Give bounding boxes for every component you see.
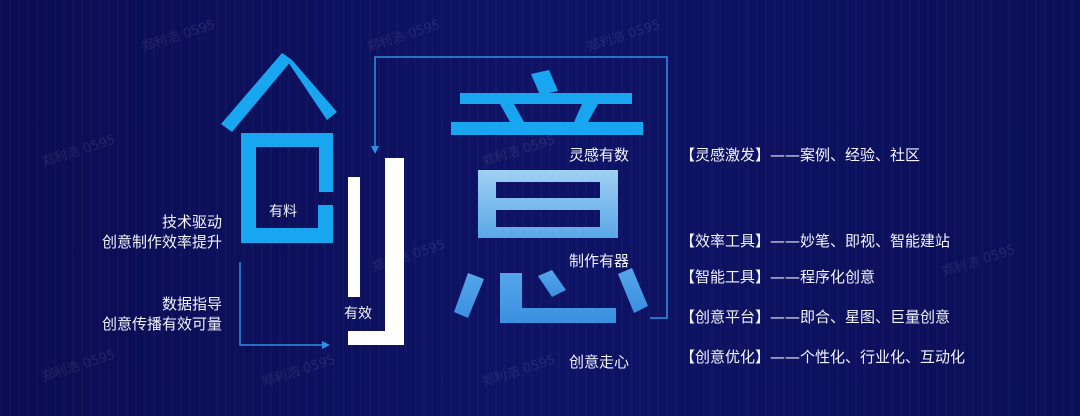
char-chuang-left — [221, 53, 337, 243]
char-yi-bottom — [454, 268, 648, 323]
label-zouxin: 创意走心 — [569, 353, 630, 371]
list-items: ——即合、星图、巨量创意 — [770, 308, 951, 326]
list-tag: 【效率工具】 — [680, 232, 771, 250]
list-items: ——个性化、行业化、互动化 — [770, 348, 966, 366]
connector-lines — [239, 56, 668, 346]
list-items: ——妙笔、即视、智能建站 — [770, 232, 951, 250]
list-tag: 【智能工具】 — [680, 268, 771, 286]
note-tech-line1: 技术驱动 — [161, 213, 222, 231]
note-tech-line2: 创意制作效率提升 — [101, 233, 222, 251]
arrow-down-icon — [371, 146, 379, 154]
list-item: 【创意平台】——即合、星图、巨量创意 — [680, 306, 950, 327]
list-items: ——程序化创意 — [770, 268, 876, 286]
note-data-line1: 数据指导 — [161, 295, 222, 313]
list-item: 【智能工具】——程序化创意 — [680, 266, 875, 287]
list-item: 【创意优化】——个性化、行业化、互动化 — [680, 346, 965, 367]
label-linggan: 灵感有数 — [569, 146, 630, 164]
list-tag: 【创意平台】 — [680, 308, 771, 326]
list-tag: 【创意优化】 — [680, 348, 771, 366]
list-tag: 【灵感激发】 — [680, 146, 771, 164]
char-yi-top — [451, 70, 643, 135]
note-data-line2: 创意传播有效可量 — [101, 315, 222, 333]
char-yi-middle — [478, 170, 618, 238]
label-you-liao: 有料 — [269, 204, 297, 220]
list-item: 【效率工具】——妙笔、即视、智能建站 — [680, 230, 950, 251]
list-items: ——案例、经验、社区 — [770, 146, 921, 164]
list-item: 【灵感激发】——案例、经验、社区 — [680, 144, 920, 165]
label-zhizuo: 制作有器 — [569, 252, 630, 270]
char-chuang-right — [348, 158, 404, 345]
label-you-xiao: 有效 — [344, 306, 372, 322]
arrow-right-icon — [322, 341, 330, 349]
